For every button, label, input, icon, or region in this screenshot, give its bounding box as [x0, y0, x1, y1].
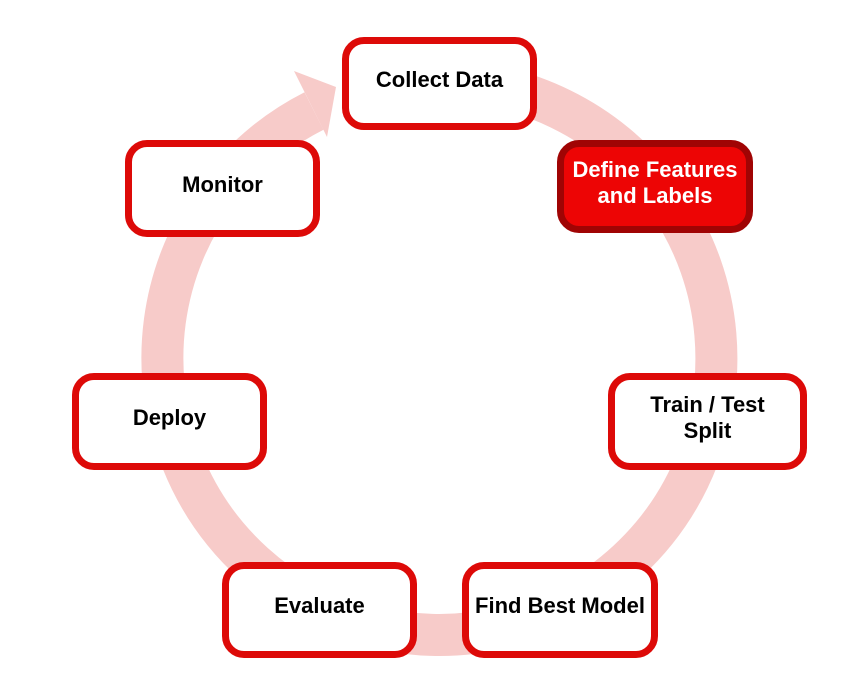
node-evaluate: Evaluate — [222, 562, 417, 658]
node-monitor: Monitor — [125, 140, 320, 237]
node-train-test-split: Train / Test Split — [608, 373, 807, 470]
node-deploy: Deploy — [72, 373, 267, 470]
node-collect-data: Collect Data — [342, 37, 537, 130]
cycle-arrow-head-icon — [294, 71, 336, 137]
node-find-best-model: Find Best Model — [462, 562, 658, 658]
node-define-features-and-labels: Define Features and Labels — [557, 140, 753, 233]
